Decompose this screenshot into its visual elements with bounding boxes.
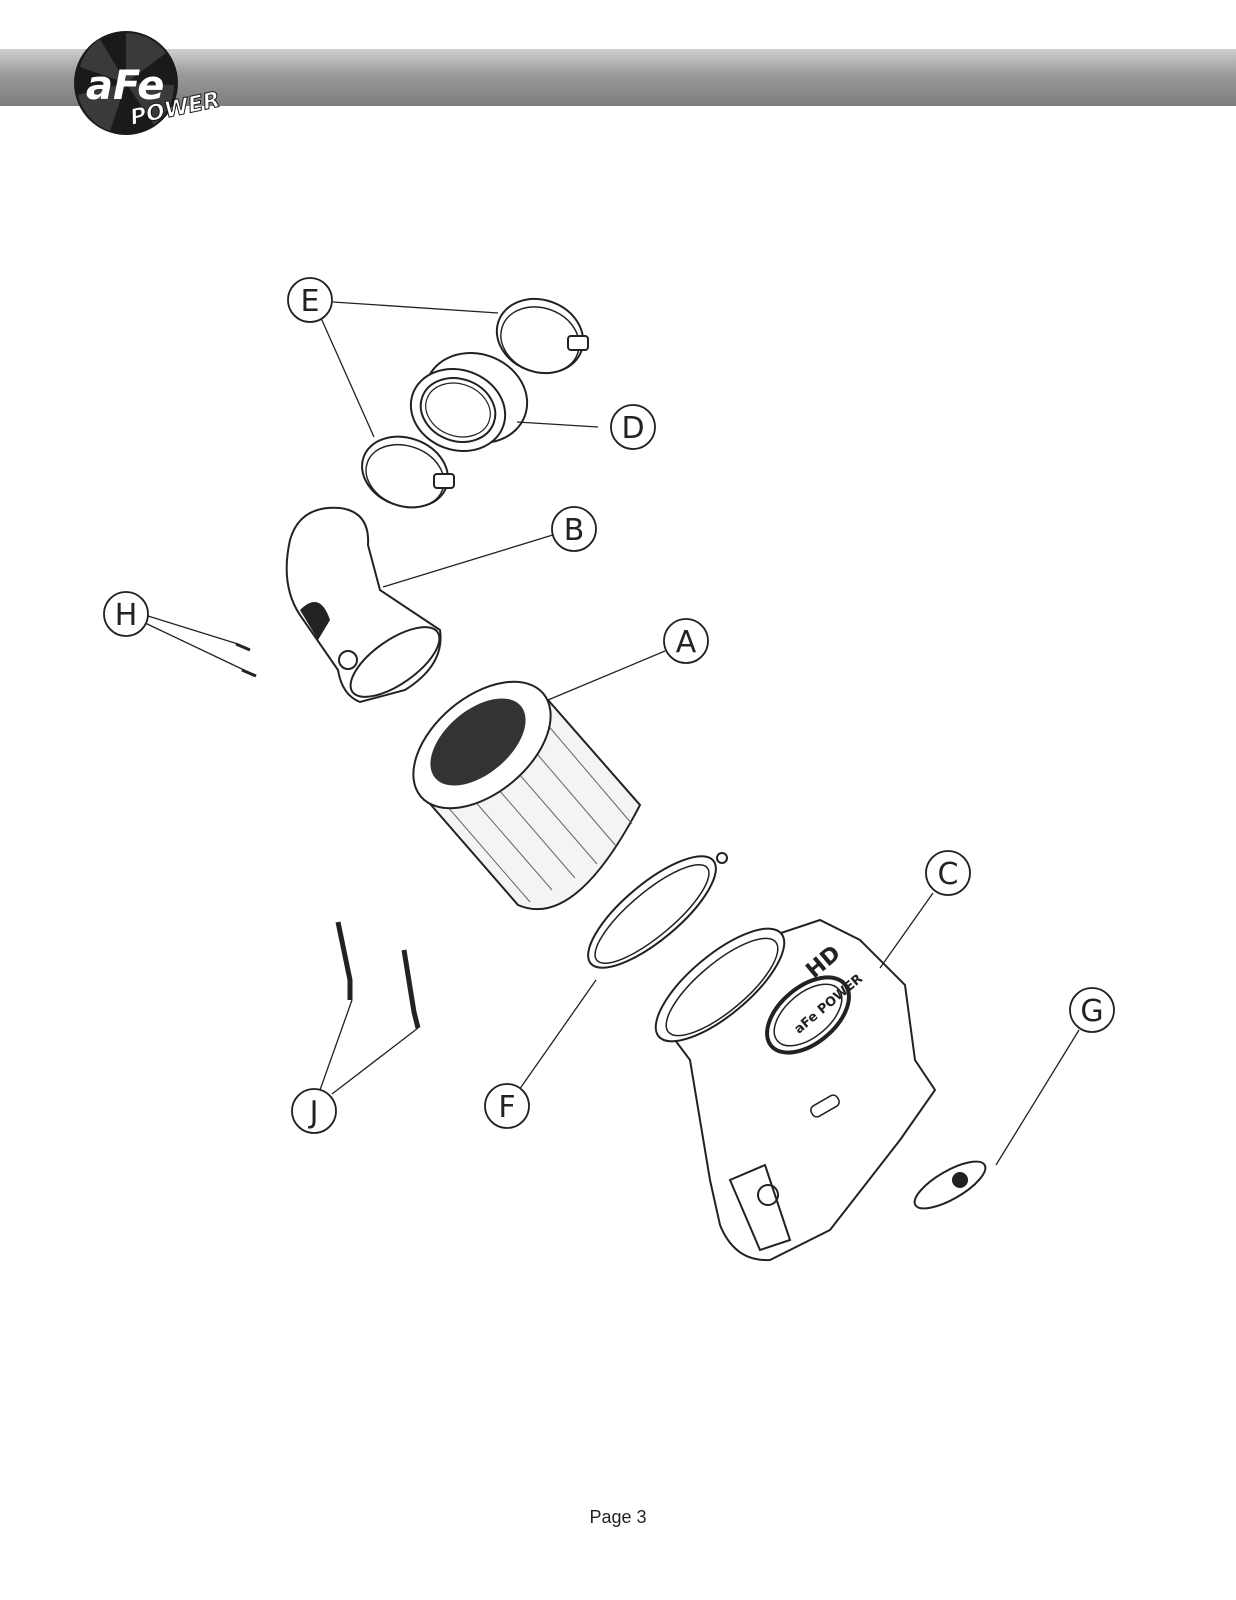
cap-g [913,1160,987,1210]
zip-ties-j [335,921,421,1029]
callout-a: A [663,618,709,664]
svg-text:B: B [564,513,585,548]
callout-f: F [484,1083,530,1129]
callout-j: J [291,1088,337,1134]
svg-text:J: J [308,1095,319,1130]
callout-b: B [551,506,597,552]
svg-text:C: C [938,857,959,892]
clamp-e-upper [495,297,589,375]
page-number: Page 3 [589,1507,647,1527]
callout-e: E [287,277,333,323]
svg-text:aFe: aFe [86,63,164,109]
coupler-d [409,351,529,453]
leader-lines [142,301,1080,1166]
gasket-f [587,852,728,969]
afe-power-logo: aFe POWER [74,31,223,135]
callout-d: D [610,404,656,450]
callout-h: H [103,591,149,637]
elbow-tube-b [285,506,442,704]
callout-g: G [1069,987,1115,1033]
svg-text:G: G [1080,994,1103,1029]
airbox-c: aFe POWER HD [654,918,937,1262]
svg-text:E: E [301,284,320,319]
svg-text:A: A [676,625,697,660]
callout-c: C [925,850,971,896]
svg-text:H: H [115,598,138,633]
screws-h [235,642,257,678]
svg-text:D: D [621,411,644,446]
air-filter-a [412,680,642,911]
clamp-e-lower [361,435,455,509]
header-bar [0,49,1236,106]
svg-text:F: F [498,1090,515,1125]
